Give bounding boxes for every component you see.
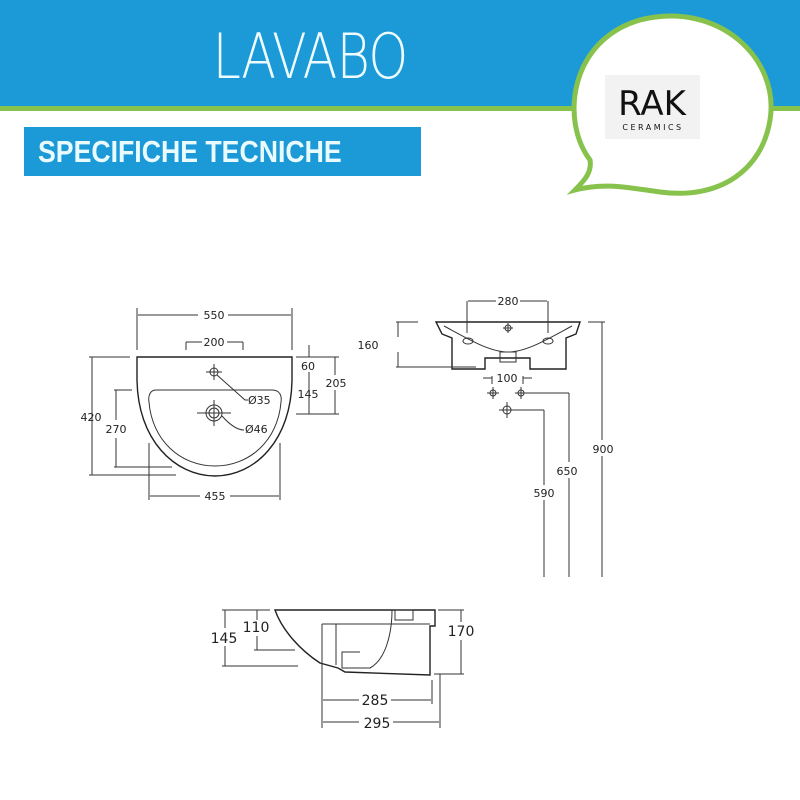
dim-145: 145: [298, 388, 319, 401]
dim-295: 295: [364, 716, 391, 732]
drawing-line: [499, 351, 517, 363]
logo-box: [605, 75, 700, 139]
drawing-line: [487, 387, 499, 399]
front-view: Ø35 Ø46 550 200 420 270 455 60 145 205: [81, 308, 347, 503]
dim-455: 455: [205, 490, 226, 503]
drawing-line: [197, 400, 231, 426]
dim-160: 160: [358, 339, 379, 352]
drawing-line: [216, 374, 248, 431]
drawing-line: [206, 364, 222, 380]
drawing-line: [499, 402, 515, 418]
drawing-line: [434, 609, 464, 675]
logo-tagline: CERAMICS: [622, 123, 683, 132]
drawing-line: [185, 341, 244, 350]
dim-145: 145: [211, 631, 238, 647]
drawing-line: [148, 443, 281, 500]
dim-205: 205: [326, 377, 347, 390]
side-view: 145 110 170 285 295: [211, 609, 475, 732]
dim-650: 650: [557, 465, 578, 478]
drawing-line: [483, 376, 532, 384]
drawing-line: [515, 387, 527, 399]
drawing-line: [394, 609, 414, 621]
page-title: LAVABO: [212, 20, 409, 93]
tap-hole-label: Ø35: [248, 394, 271, 407]
header-divider: [0, 106, 800, 111]
dim-100: 100: [497, 372, 518, 385]
drawing-line: [542, 337, 554, 345]
drawing-line: [504, 324, 512, 332]
fixing-point-icons: [487, 387, 527, 418]
subtitle: SPECIFICHE TECNICHE: [38, 134, 342, 169]
basin-bowl: [148, 389, 282, 467]
drawing-line: [341, 609, 393, 669]
basin-profile: [434, 321, 581, 370]
drawing-line: [136, 308, 293, 350]
side-profile: [274, 609, 436, 676]
drawing-line: [222, 609, 298, 667]
waste-hole-label: Ø46: [245, 423, 268, 436]
drawing-line: [466, 300, 549, 333]
drawing-line: [396, 321, 476, 368]
dim-60: 60: [301, 360, 315, 373]
dim-270: 270: [106, 423, 127, 436]
dim-170: 170: [448, 624, 475, 640]
rear-view: 280 160 100 590 650 900: [358, 295, 614, 577]
drawing-line: [513, 321, 605, 577]
drawing-line: [321, 623, 430, 665]
dim-110: 110: [243, 620, 270, 636]
dim-590: 590: [534, 487, 555, 500]
dim-550: 550: [204, 309, 225, 322]
drawing-line: [296, 345, 339, 415]
dim-280: 280: [498, 295, 519, 308]
dim-285: 285: [362, 693, 389, 709]
drawing-line: [114, 389, 172, 468]
dim-420: 420: [81, 411, 102, 424]
logo-brand: RAK: [618, 84, 688, 124]
dim-900: 900: [593, 443, 614, 456]
subtitle-banner: [24, 127, 421, 176]
dim-200: 200: [204, 336, 225, 349]
drawing-line: [462, 337, 474, 345]
drawing-line: [321, 665, 441, 728]
drawing-line: [89, 356, 176, 476]
